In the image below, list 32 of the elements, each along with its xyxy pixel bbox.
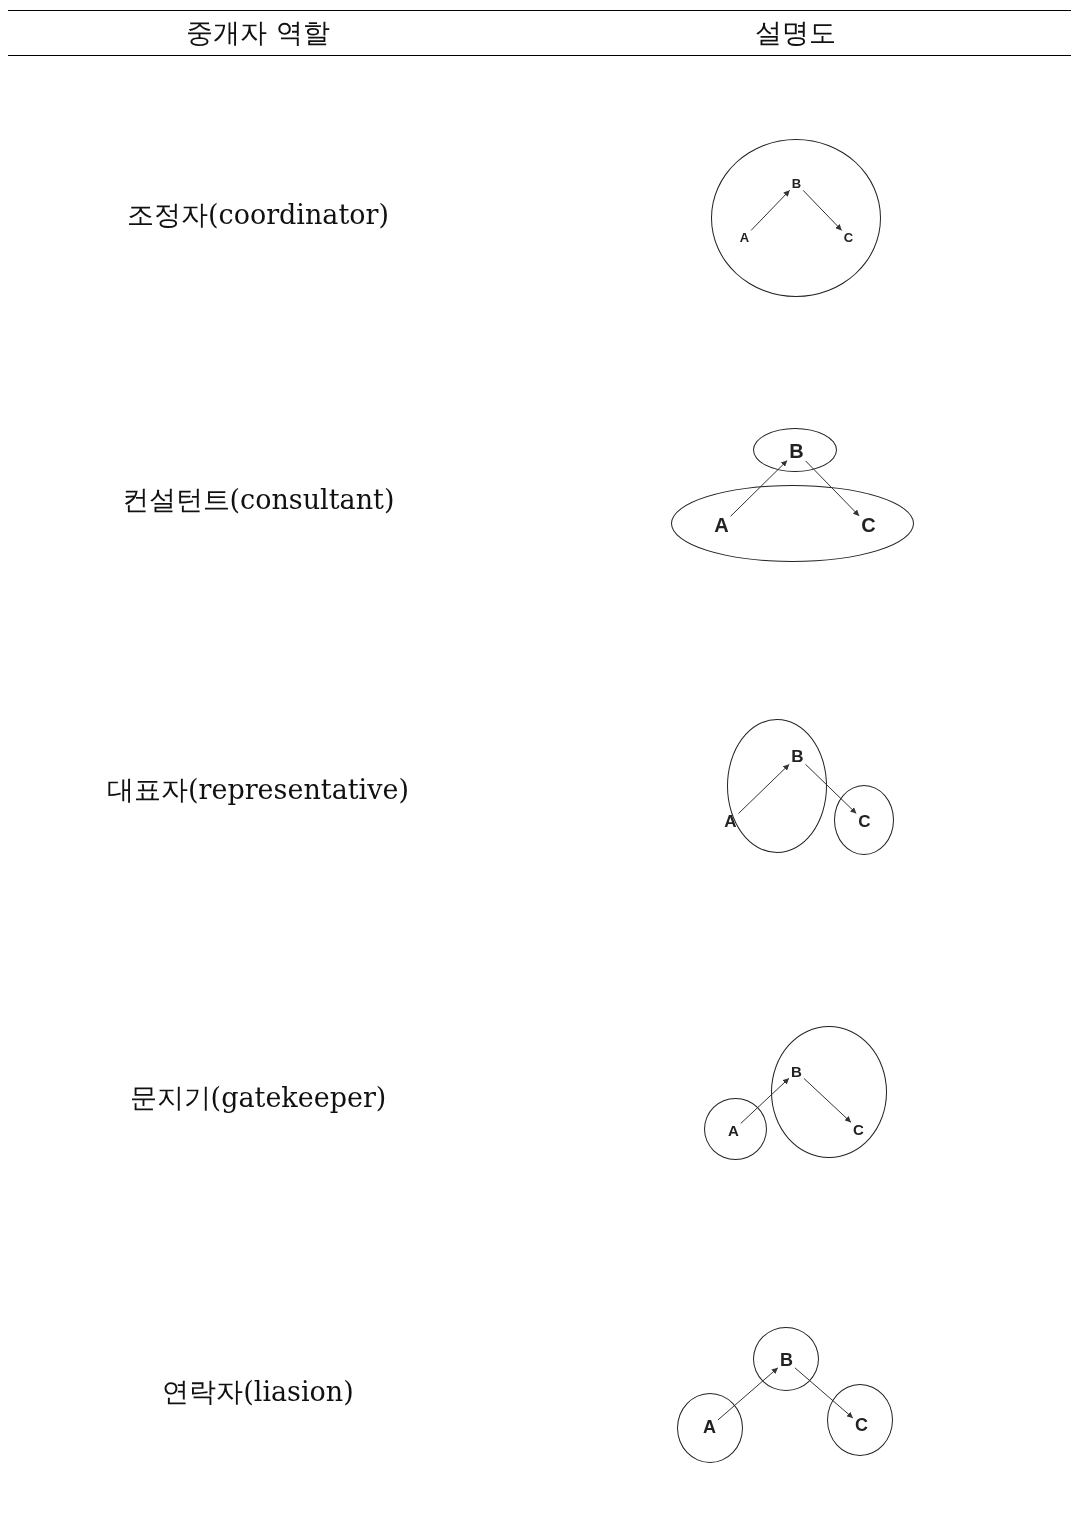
- node-letter: A: [727, 1122, 739, 1138]
- node-letter: A: [724, 812, 737, 830]
- node-letter: A: [739, 230, 750, 244]
- node-letter: B: [790, 1063, 802, 1079]
- node-letter: C: [858, 812, 871, 830]
- role-label: 대표자(representative): [107, 773, 409, 807]
- column-header: 설명도: [754, 16, 836, 50]
- arrow: [740, 1077, 790, 1124]
- role-label: 연락자(liasion): [162, 1375, 354, 1409]
- node-letter: A: [714, 515, 729, 536]
- node-letter: A: [702, 1418, 716, 1437]
- column-header: 중개자 역할: [186, 16, 330, 50]
- arrow: [730, 460, 788, 517]
- role-label: 조정자(coordinator): [127, 198, 389, 232]
- role-label: 컨설턴트(consultant): [121, 483, 395, 517]
- node-letter: B: [789, 441, 804, 462]
- arrow: [750, 189, 791, 231]
- arrow: [717, 1367, 779, 1421]
- arrow: [805, 460, 860, 517]
- arrow: [803, 1077, 852, 1123]
- node-letter: B: [791, 176, 802, 190]
- node-letter: C: [854, 1416, 868, 1435]
- arrow: [738, 763, 790, 814]
- node-letter: C: [843, 230, 854, 244]
- arrow: [802, 189, 843, 231]
- node-letter: B: [791, 747, 804, 765]
- node-letter: C: [861, 515, 876, 536]
- node-letter: B: [779, 1351, 793, 1370]
- arrow: [794, 1367, 854, 1419]
- role-label: 문지기(gatekeeper): [129, 1081, 387, 1115]
- node-letter: C: [852, 1121, 864, 1137]
- arrow: [805, 763, 857, 814]
